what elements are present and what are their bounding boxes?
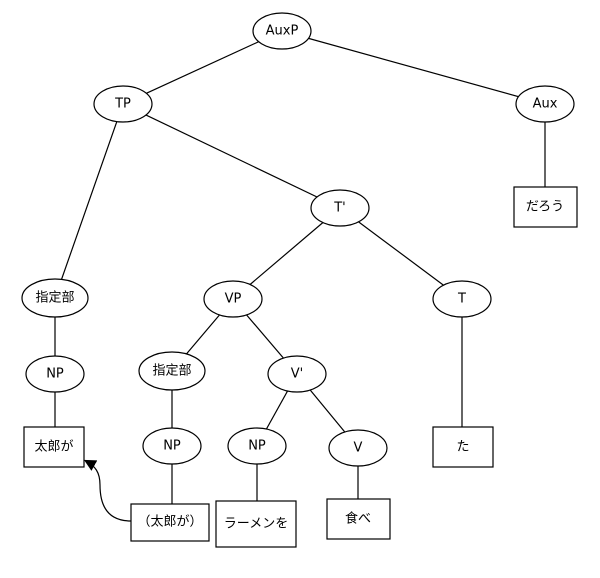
edge-tbar-t	[339, 207, 463, 300]
node-label: V	[354, 441, 363, 456]
leaf-label: （太郎が）	[137, 515, 202, 530]
leaf-label: ラーメンを	[224, 517, 288, 532]
node-spec-tp: 指定部	[21, 278, 89, 318]
node-label: T	[457, 292, 466, 307]
node-v: V	[328, 429, 388, 467]
node-label: 指定部	[152, 364, 191, 379]
node-label: NP	[46, 367, 64, 382]
node-aux: Aux	[515, 85, 575, 123]
node-label: T'	[333, 201, 346, 216]
node-label: NP	[163, 439, 181, 454]
edge-tp-spec	[54, 103, 124, 299]
node-t: T	[432, 280, 492, 318]
edge-auxp-aux	[281, 30, 546, 105]
node-label: 指定部	[35, 291, 74, 306]
node-label: VP	[225, 292, 242, 307]
node-vp: VP	[203, 280, 263, 318]
node-v-bar: V'	[267, 355, 327, 393]
edge-auxp-tp	[122, 30, 283, 105]
node-label: Aux	[533, 97, 558, 112]
leaf-ta: た	[432, 426, 494, 468]
leaf-label: た	[456, 440, 469, 455]
node-spec-vp: 指定部	[138, 351, 206, 391]
node-tp: TP	[93, 85, 153, 123]
movement-arrow	[83, 459, 132, 522]
leaf-taro: 太郎が	[23, 426, 85, 468]
leaf-label: だろう	[526, 200, 564, 215]
edge-tbar-vp	[232, 207, 341, 300]
node-np-tp: NP	[25, 355, 85, 393]
node-label: V'	[291, 367, 303, 382]
leaf-ramen: ラーメンを	[215, 500, 297, 548]
edge-tp-tbar	[122, 103, 341, 209]
node-auxp: AuxP	[252, 12, 312, 50]
node-np-vp: NP	[142, 427, 202, 465]
node-label: TP	[114, 97, 131, 112]
node-t-bar: T'	[310, 189, 370, 227]
leaf-label: 太郎が	[34, 440, 73, 455]
leaf-tabe: 食べ	[326, 498, 391, 540]
node-np-obj: NP	[227, 427, 287, 465]
leaf-daro: だろう	[513, 186, 578, 228]
node-label: AuxP	[266, 24, 299, 39]
leaf-taro-trace: （太郎が）	[130, 503, 210, 542]
leaf-label: 食べ	[345, 511, 371, 527]
node-label: NP	[248, 439, 266, 454]
